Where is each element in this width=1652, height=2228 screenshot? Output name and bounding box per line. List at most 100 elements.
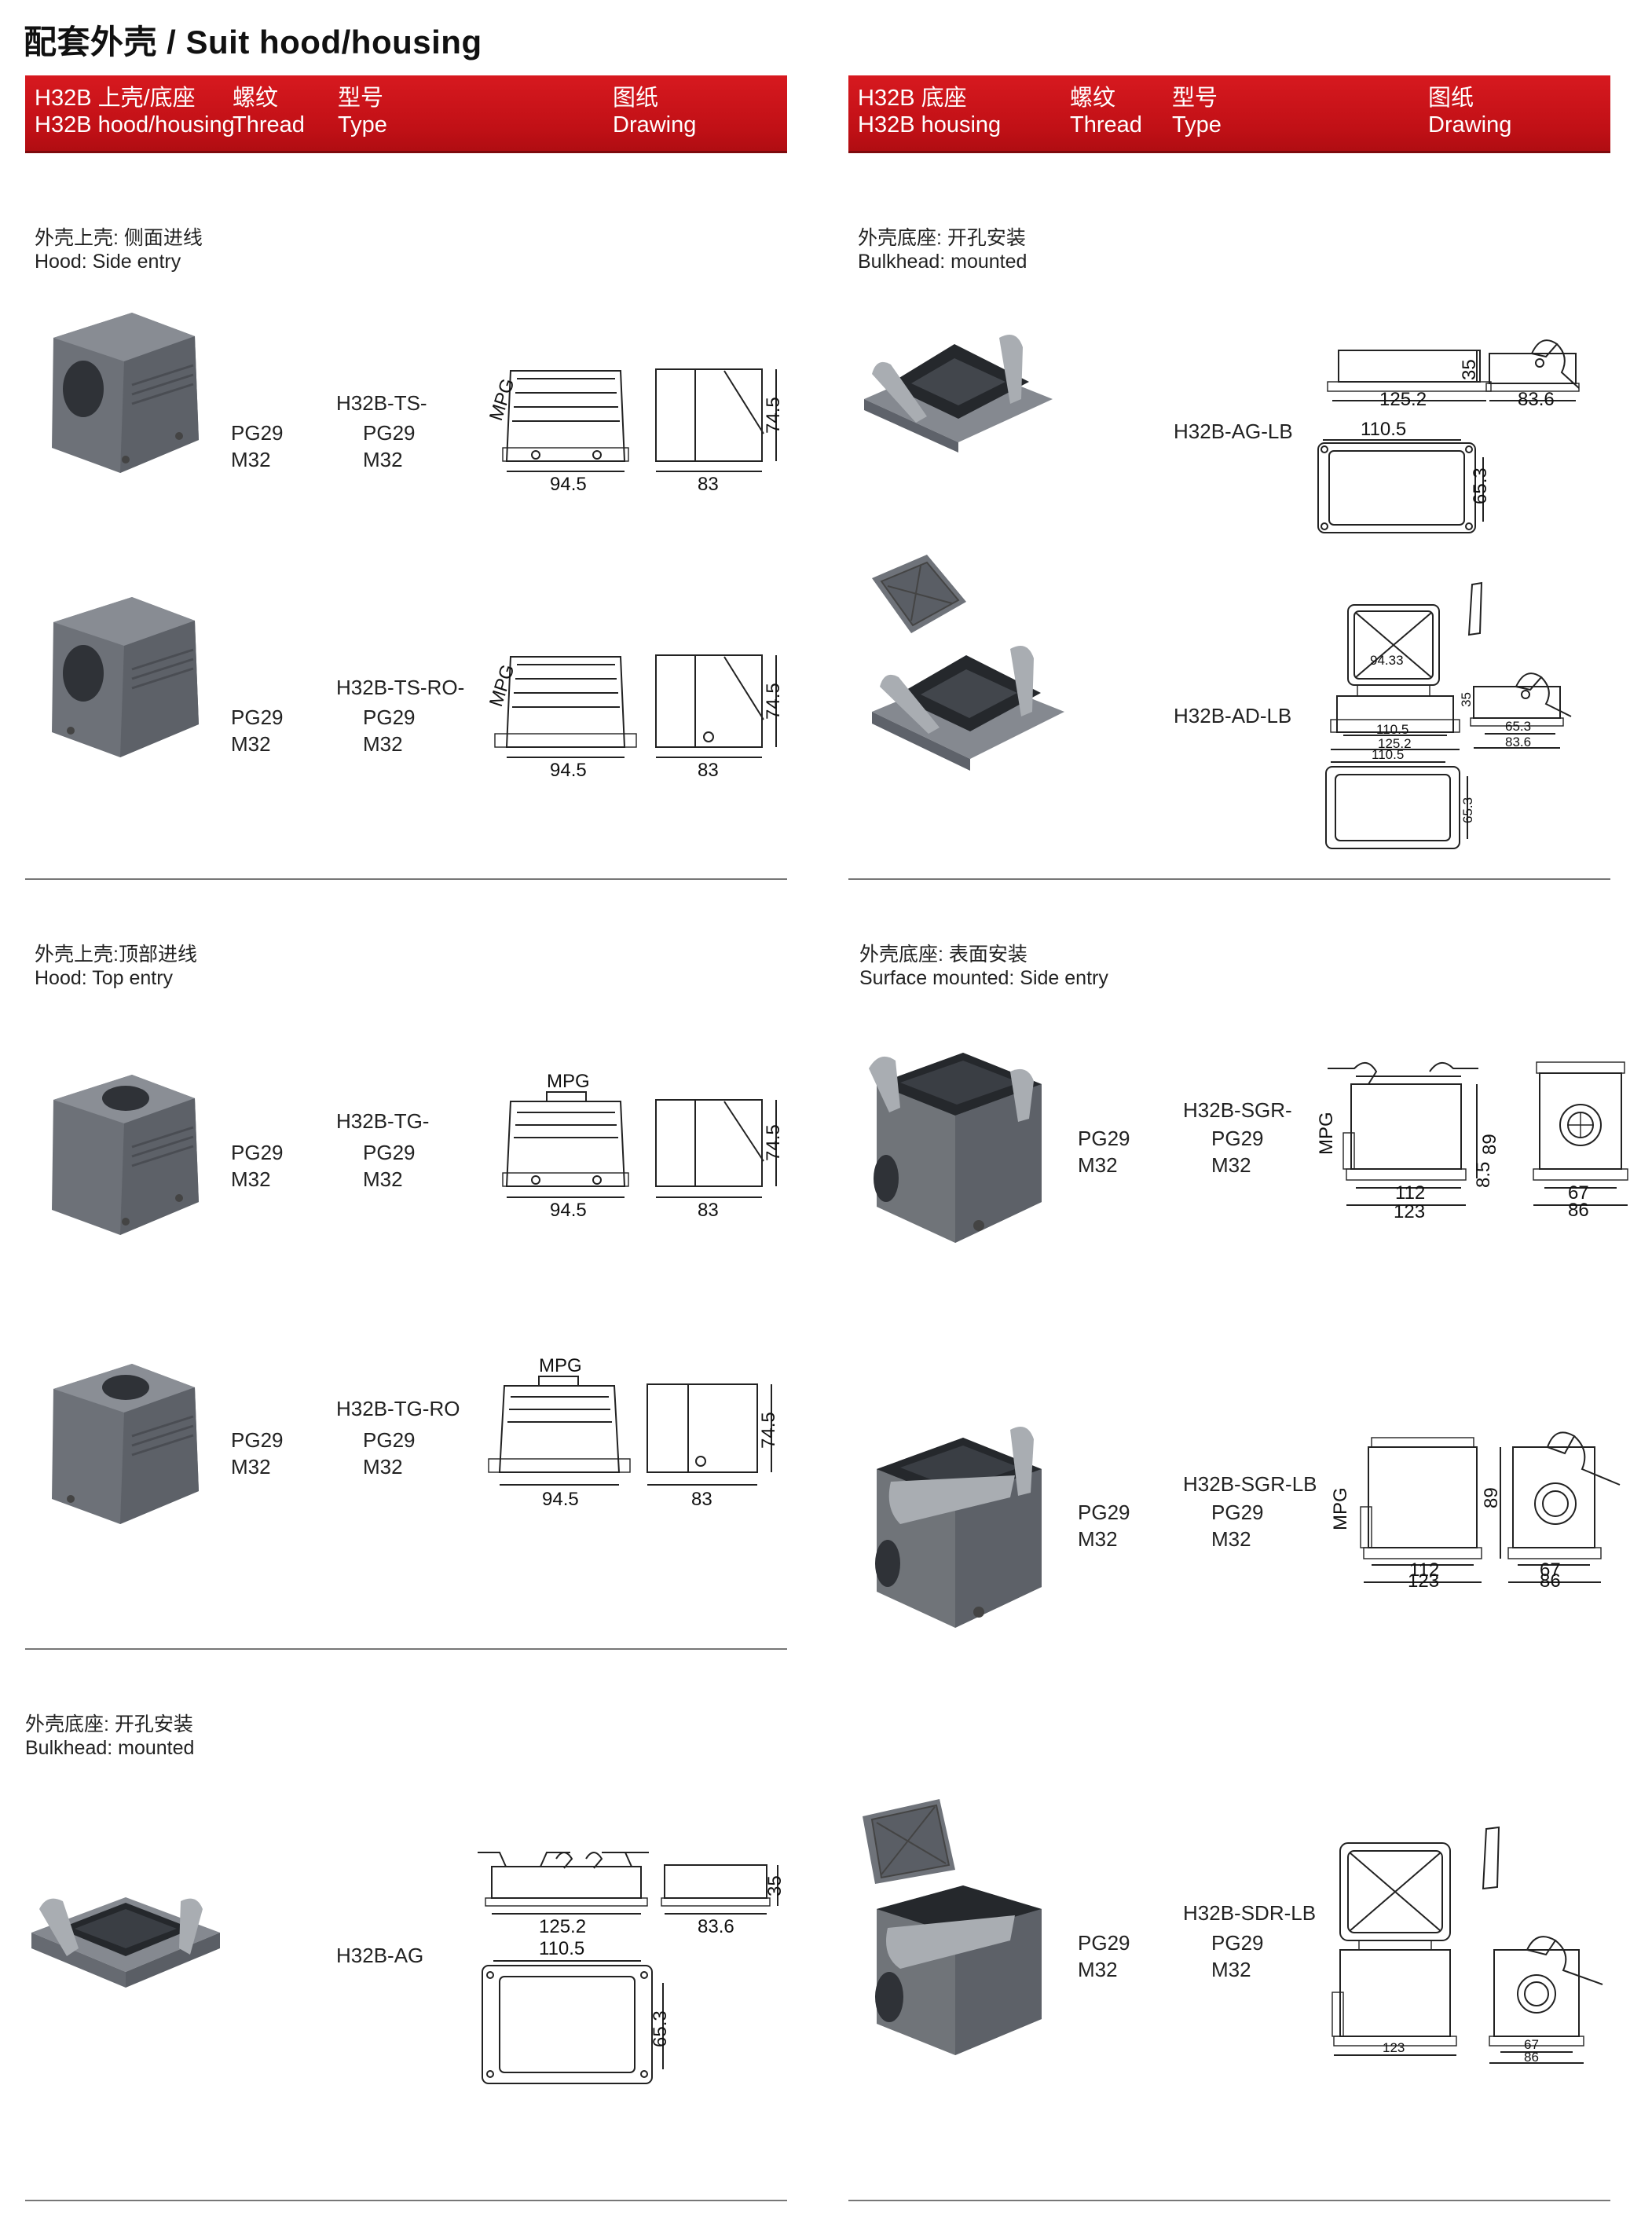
drawing-ts-ro: 94.5 MPG 83 74.5 [485,654,784,781]
svg-text:123: 123 [1408,1570,1439,1592]
svg-text:89: 89 [1481,1487,1502,1508]
product-photo-hood-side-entry-ro [52,597,199,757]
svg-text:94.5: 94.5 [550,474,587,495]
svg-text:83: 83 [698,760,719,781]
product-photo-surface-sgr-lb [875,1427,1042,1628]
svg-text:110.5: 110.5 [539,1938,584,1959]
type-code-ag: H32B-AG [336,1944,424,1967]
product-photo-hood-side-entry [52,313,199,473]
type-code-ad-lb: H32B-AD-LB [1174,704,1292,727]
svg-text:35: 35 [764,1875,786,1896]
svg-text:125.2: 125.2 [1379,389,1427,410]
type-code-sgr: H32B-SGR- [1183,1098,1292,1122]
svg-text:67: 67 [1540,1559,1561,1581]
type-code-ts: H32B-TS- [336,391,427,415]
svg-text:83.6: 83.6 [1518,389,1555,410]
type-code-ag-lb: H32B-AG-LB [1174,420,1293,443]
svg-text:83.6: 83.6 [698,1916,734,1937]
svg-text:74.5: 74.5 [763,683,784,720]
svg-text:123: 123 [1394,1201,1425,1222]
svg-text:123: 123 [1383,2040,1405,2055]
svg-text:110.5: 110.5 [1376,722,1408,737]
drawing-sdr-lb: 123 67 86 [1331,1826,1603,2065]
drawing-tg-ro: MPG 94.5 83 74.5 [488,1355,779,1510]
drawing-sgr: MPG 89 8.5 112 123 67 86 [1316,1061,1628,1222]
svg-text:35: 35 [1459,359,1480,380]
divider [25,878,787,880]
drawing-sgr-lb: MPG 112 123 89 67 86 [1330,1431,1621,1592]
drawing-tg: MPG 94.5 83 74.5 [502,1071,784,1221]
svg-text:83: 83 [698,1200,719,1221]
svg-text:94.5: 94.5 [550,1200,587,1221]
svg-text:67: 67 [1568,1182,1589,1204]
svg-text:94.33: 94.33 [1370,653,1404,668]
svg-text:8.5: 8.5 [1473,1162,1494,1188]
svg-text:110.5: 110.5 [1372,747,1404,762]
svg-text:89: 89 [1479,1134,1500,1155]
svg-text:MPG: MPG [1330,1487,1351,1530]
divider [25,2200,787,2201]
svg-text:65.3: 65.3 [1460,797,1475,823]
svg-text:67: 67 [1524,2037,1539,2052]
svg-text:86: 86 [1524,2050,1539,2065]
svg-text:MPG: MPG [539,1355,582,1376]
drawing-ag-lb: 125.2 35 83.6 110.5 65.3 [1317,339,1580,533]
svg-text:125.2: 125.2 [1378,736,1412,751]
product-photo-bulkhead-ag [31,1897,220,1988]
drawing-ag: 125.2 83.6 35 110.5 65.3 [478,1852,786,2084]
page-title: 配套外壳 / Suit hood/housing [24,24,482,60]
svg-text:110.5: 110.5 [1361,419,1406,440]
product-photo-hood-top-entry [52,1075,199,1235]
drawing-ts: 94.5 MPG 83 74.5 [485,368,784,495]
svg-text:94.5: 94.5 [550,760,587,781]
product-photo-hood-top-entry-ro [52,1364,199,1524]
svg-text:74.5: 74.5 [763,1124,784,1161]
svg-text:74.5: 74.5 [758,1412,779,1449]
svg-text:86: 86 [1540,1570,1561,1592]
svg-text:83: 83 [691,1489,712,1510]
divider [848,878,1610,880]
type-code-tg: H32B-TG- [336,1109,430,1133]
svg-text:65.3: 65.3 [650,2010,671,2047]
type-code-sdr-lb: H32B-SDR-LB [1183,1901,1317,1925]
drawing-ad-lb: 94.33 110.5 125.2 35 65.3 83.6 110.5 65.… [1325,581,1572,849]
type-code-sgr-lb: H32B-SGR-LB [1183,1472,1317,1496]
product-photo-surface-sgr [869,1053,1042,1243]
svg-text:65.3: 65.3 [1470,467,1491,504]
product-photo-bulkhead-ag-lb [864,335,1053,453]
svg-text:83: 83 [698,474,719,495]
svg-text:MPG: MPG [1316,1112,1337,1155]
svg-text:35: 35 [1459,692,1474,707]
svg-text:86: 86 [1568,1200,1589,1221]
svg-text:MPG: MPG [485,662,519,709]
svg-text:MPG: MPG [485,376,519,423]
type-code-tg-ro: H32B-TG-RO [336,1397,460,1420]
svg-text:83.6: 83.6 [1505,735,1531,749]
svg-text:65.3: 65.3 [1505,719,1531,734]
svg-text:112: 112 [1395,1182,1425,1204]
